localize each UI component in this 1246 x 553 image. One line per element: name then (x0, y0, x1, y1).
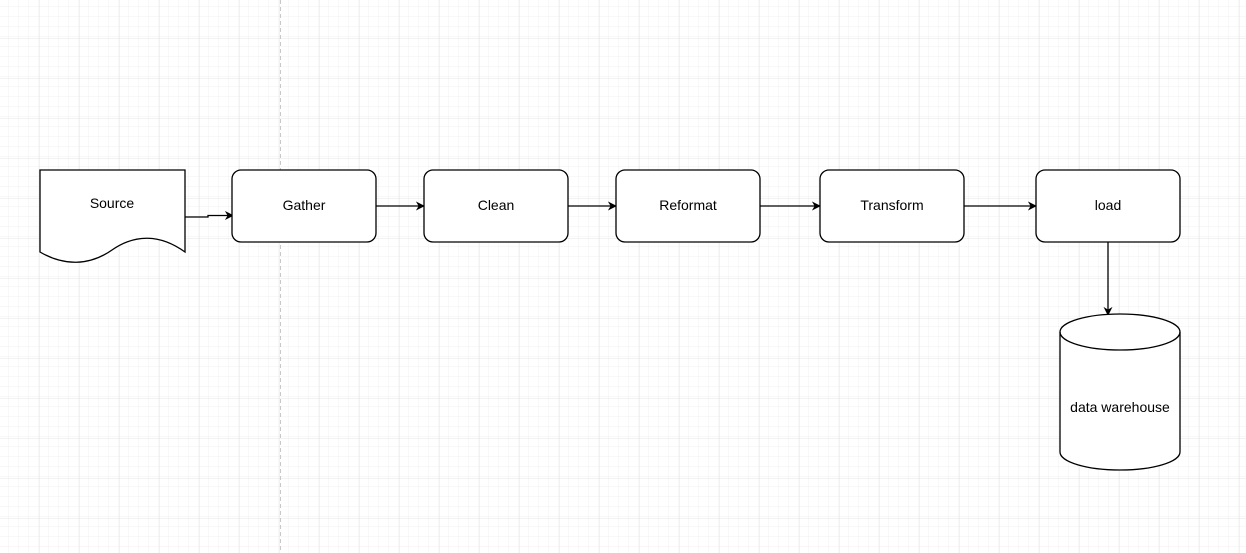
node-reformat[interactable]: Reformat (615, 169, 761, 243)
process-box (819, 169, 965, 243)
process-box (1035, 169, 1181, 243)
node-label: Source (90, 195, 135, 211)
node-label: Clean (478, 197, 515, 213)
node-label: data warehouse (1070, 399, 1170, 415)
node-label: load (1095, 197, 1121, 213)
node-label: Reformat (659, 197, 717, 213)
node-gather[interactable]: Gather (231, 169, 377, 243)
process-box (615, 169, 761, 243)
cylinder-body (1059, 313, 1181, 471)
process-box (423, 169, 569, 243)
node-clean[interactable]: Clean (423, 169, 569, 243)
node-label: Transform (860, 197, 923, 213)
edge-source-gather[interactable] (185, 211, 234, 220)
node-data-warehouse[interactable]: data warehouse (1059, 313, 1181, 471)
connectors (185, 201, 1113, 316)
node-label: Gather (283, 197, 326, 213)
node-load[interactable]: load (1035, 169, 1181, 243)
node-source[interactable]: Source (39, 169, 186, 263)
document-shape (39, 169, 186, 263)
cylinder-top-rim (1059, 331, 1181, 351)
node-transform[interactable]: Transform (819, 169, 965, 243)
process-box (231, 169, 377, 243)
